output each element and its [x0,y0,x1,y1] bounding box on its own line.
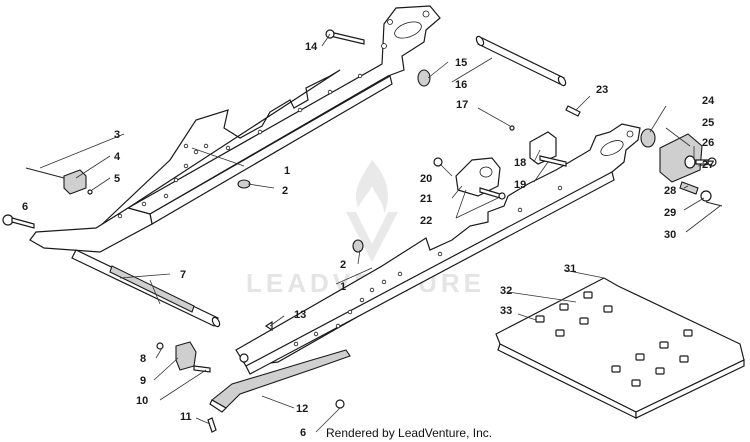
callout-1-upper: 1 [284,165,290,177]
callout-6-top: 6 [22,201,28,213]
callout-3: 3 [114,129,120,141]
track-clips [535,291,693,387]
callout-2-lower: 2 [340,259,346,271]
callout-31: 31 [564,263,576,275]
callout-28: 28 [664,185,676,197]
credit-text: Rendered by LeadVenture, Inc. [326,426,492,440]
callout-7: 7 [180,269,186,281]
callouts: 14 15 16 23 17 24 25 26 27 28 29 30 18 1… [22,41,715,439]
callout-11: 11 [180,411,192,423]
callout-25: 25 [702,117,714,129]
callout-1-lower: 1 [340,281,346,293]
callout-24: 24 [702,95,715,107]
callout-5: 5 [114,173,120,185]
shaft-front [71,249,221,328]
hardware [2,29,723,433]
callout-19: 19 [514,179,526,191]
callout-15: 15 [455,57,467,69]
slide-rail [209,349,351,413]
callout-9: 9 [140,375,146,387]
callout-27: 27 [702,159,714,171]
callout-22: 22 [420,215,432,227]
callout-2-upper: 2 [282,185,288,197]
callout-26: 26 [702,137,714,149]
callout-16: 16 [455,79,467,91]
callout-32: 32 [500,285,512,297]
callout-33: 33 [500,305,512,317]
callout-6-bottom: 6 [300,427,306,439]
callout-23: 23 [596,84,608,96]
callout-17: 17 [456,99,468,111]
callout-18: 18 [514,157,526,169]
callout-20: 20 [420,173,432,185]
callout-29: 29 [664,207,676,219]
callout-21: 21 [420,193,432,205]
callout-12: 12 [296,403,308,415]
track-belt [495,277,745,419]
callout-13: 13 [294,309,306,321]
callout-8: 8 [140,353,146,365]
leader-lines [39,33,721,433]
rail-upper-holes [117,73,363,219]
rail-lower-assembly [235,123,641,375]
callout-4: 4 [114,151,121,163]
callout-30: 30 [664,229,676,241]
rail-upper-assembly [29,5,441,253]
callout-14: 14 [305,41,318,53]
rail-lower-holes [293,185,563,347]
callout-10: 10 [136,395,148,407]
shaft-rear [475,35,567,87]
